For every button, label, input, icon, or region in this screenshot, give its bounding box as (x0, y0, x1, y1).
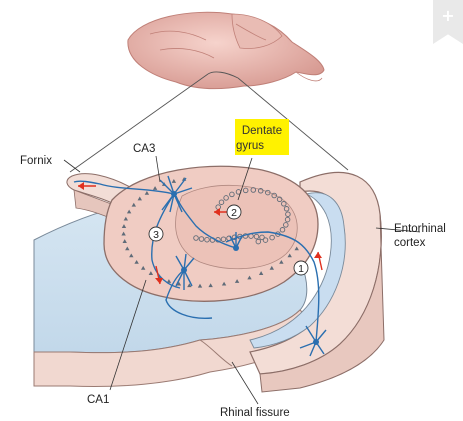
pyramidal-cell (134, 259, 139, 264)
leader-lines (63, 155, 421, 405)
entorhinal-cortex-label-line2: cortex (394, 237, 426, 249)
ca-pyramidal-layer (121, 176, 299, 288)
dentate-gyrus-label-line1: Dentate (242, 125, 282, 137)
granule-cell (279, 227, 286, 233)
granule-cell (223, 195, 229, 201)
dentate-gyrus-label-line2: gyrus (236, 140, 264, 152)
ca1-label: CA1 (87, 394, 109, 406)
granule-cell (250, 187, 257, 193)
granule-cell (265, 189, 271, 196)
pyramidal-cell (144, 190, 150, 195)
pyramidal-cell (125, 246, 130, 251)
pyramidal-cell (279, 259, 284, 264)
ca3-label: CA3 (133, 143, 155, 155)
fornix-label: Fornix (20, 155, 52, 167)
pyramidal-cell (121, 224, 127, 228)
pyramidal-cell (121, 231, 126, 236)
granule-cell (284, 216, 291, 223)
granule-cell (262, 237, 269, 243)
granule-cell (218, 199, 225, 205)
neural-pathway (73, 175, 327, 357)
rat-brain-illustration (127, 11, 325, 90)
plus-icon: + (441, 6, 455, 25)
dentate-gyrus-label-box: Dentate gyrus (235, 119, 289, 155)
pyramidal-cell (152, 186, 158, 190)
entorhinal-cortex-region (249, 171, 385, 393)
pathway-arrows (78, 182, 323, 285)
granule-cell (198, 236, 205, 242)
granule-cell (283, 222, 289, 228)
dentate-gyrus-highlight (235, 119, 289, 155)
pyramidal-cell (137, 196, 142, 201)
pathway-marker-3: 3 (148, 226, 164, 242)
pathway-number-3: 3 (153, 229, 159, 241)
granule-cell (285, 211, 291, 217)
granule-cell (242, 187, 249, 194)
granule-cell (269, 234, 275, 241)
pathway-marker-1: 1 (293, 260, 309, 276)
granule-cell (204, 236, 210, 243)
pyramidal-cell (269, 265, 275, 270)
granule-cell (281, 201, 287, 207)
granule-cell (255, 238, 262, 245)
entorhinal-cortex-label-line1: Entorhinal (394, 223, 446, 235)
pyramidal-cell (176, 281, 182, 286)
dentate-granule-layer (193, 187, 291, 245)
pyramidal-cell (208, 283, 213, 288)
granule-cell (257, 188, 264, 194)
pyramidal-cell (258, 271, 264, 275)
granule-cell (283, 206, 290, 212)
pyramidal-cell (131, 202, 137, 207)
pathway-marker-2: 2 (226, 204, 242, 220)
pyramidal-cell (234, 279, 240, 283)
granule-cell (253, 233, 260, 240)
pathway-number-2: 2 (231, 207, 237, 219)
pyramidal-cell (166, 279, 172, 283)
hippocampus-body (103, 165, 319, 302)
pyramidal-cell (287, 253, 292, 258)
projection-lines (69, 71, 349, 173)
pyramidal-cell (148, 271, 154, 275)
pyramidal-cell (221, 281, 227, 286)
pyramidal-cell (140, 265, 146, 270)
rhinal-fissure-label: Rhinal fissure (220, 407, 290, 419)
pyramidal-cell (197, 283, 203, 288)
granule-cell (193, 235, 199, 241)
granule-cell (271, 192, 277, 199)
pyramidal-cell (171, 179, 177, 183)
pyramidal-cell (126, 209, 132, 214)
pyramidal-cell (187, 283, 192, 288)
granule-cell (259, 234, 265, 241)
pathway-number-1: 1 (298, 263, 304, 275)
pyramidal-cell (294, 246, 299, 251)
pyramidal-cell (123, 216, 129, 221)
pyramidal-cell (129, 253, 134, 258)
granule-cell (276, 196, 283, 203)
pyramidal-cell (247, 275, 252, 280)
granule-cell (229, 191, 235, 198)
pyramidal-cell (122, 239, 127, 243)
granule-cell (220, 236, 227, 242)
